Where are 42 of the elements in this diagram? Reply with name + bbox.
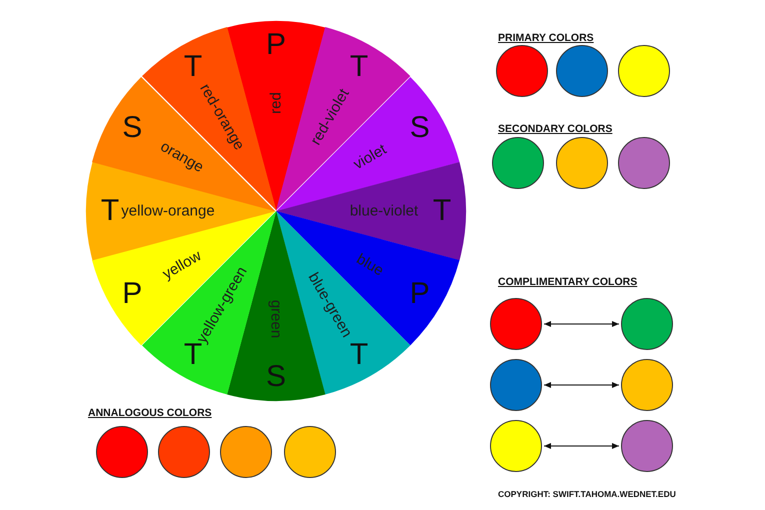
color-swatch-circle xyxy=(490,359,542,411)
color-name: red xyxy=(268,92,284,114)
color-type-letter: S xyxy=(266,362,286,392)
color-swatch-circle xyxy=(220,426,272,478)
color-name: blue xyxy=(353,251,386,279)
color-swatch-circle xyxy=(556,45,608,97)
color-type-letter: P xyxy=(410,279,430,309)
color-swatch-circle xyxy=(621,359,673,411)
color-swatch-circle xyxy=(496,45,548,97)
double-arrow xyxy=(544,382,620,388)
color-type-letter: T xyxy=(350,340,368,370)
color-type-letter: T xyxy=(432,196,452,226)
color-type-letter: S xyxy=(410,112,430,143)
color-swatch-circle xyxy=(96,426,148,478)
color-name: green xyxy=(268,300,284,338)
color-name: blue-violet xyxy=(350,203,418,218)
color-type-letter: S xyxy=(122,112,142,143)
color-swatch-circle xyxy=(158,426,210,478)
section-heading: ANNALOGOUS COLORS xyxy=(88,407,212,419)
color-type-letter: T xyxy=(184,52,202,82)
color-swatch-circle xyxy=(490,420,542,472)
color-swatch-circle xyxy=(618,45,670,97)
color-type-letter: P xyxy=(122,279,142,309)
color-swatch-circle xyxy=(284,426,336,478)
color-name: violet xyxy=(350,142,388,172)
copyright-note: COPYRIGHT: SWIFT.TAHOMA.WEDNET.EDU xyxy=(498,489,676,499)
color-swatch-circle xyxy=(621,420,673,472)
color-type-letter: T xyxy=(350,52,368,82)
color-swatch-circle xyxy=(556,137,608,189)
section-heading: COMPLIMENTARY COLORS xyxy=(498,276,638,288)
section-heading: PRIMARY COLORS xyxy=(498,32,594,44)
color-swatch-circle xyxy=(621,298,673,350)
color-type-letter: T xyxy=(100,196,120,226)
color-swatch-circle xyxy=(490,298,542,350)
color-type-letter: P xyxy=(266,30,286,60)
color-swatch-circle xyxy=(618,137,670,189)
double-arrow xyxy=(544,443,620,449)
color-type-letter: T xyxy=(184,340,202,370)
color-swatch-circle xyxy=(492,137,544,189)
section-heading: SECONDARY COLORS xyxy=(498,123,612,135)
double-arrow xyxy=(544,321,620,327)
color-name: yellow-orange xyxy=(121,203,215,218)
